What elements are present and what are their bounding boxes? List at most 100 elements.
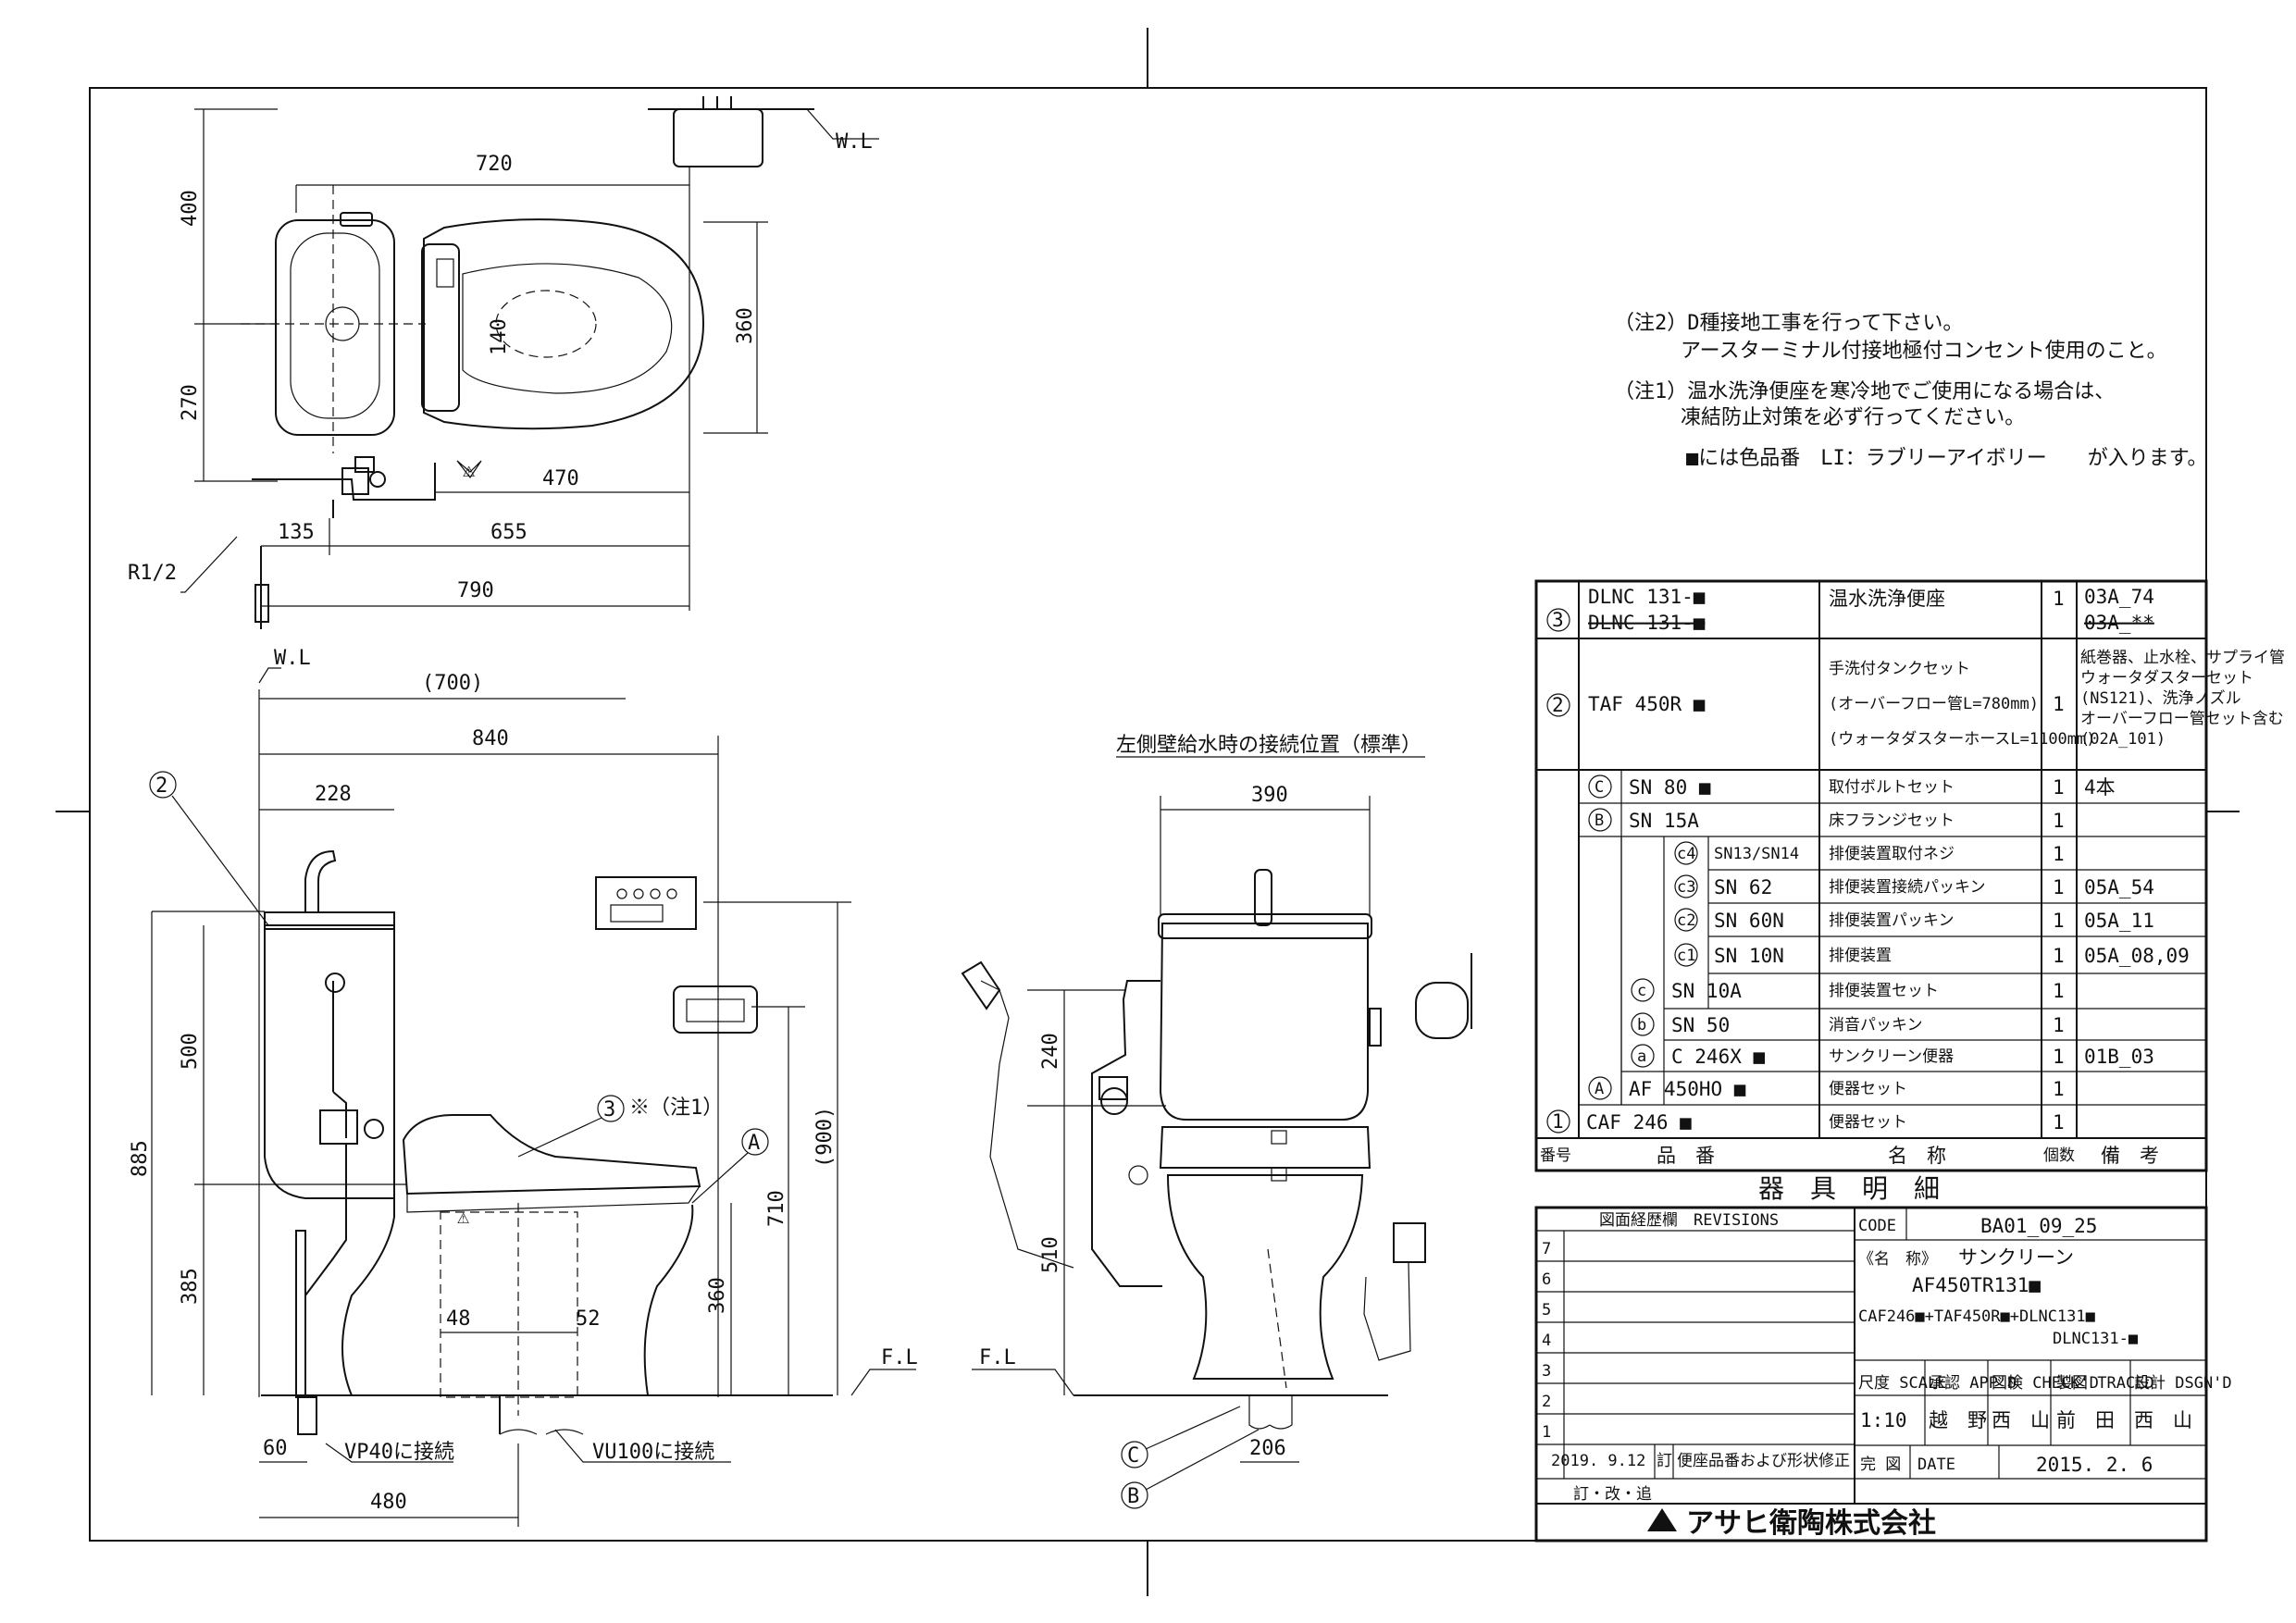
note1-ref: ※（注1） [629, 1096, 723, 1120]
front-view: 左側壁給水時の接続位置（標準） 390 240 510 [961, 734, 1472, 1509]
rowc4-qty: 1 [2053, 843, 2065, 865]
rowA-qty: 1 [2053, 1078, 2065, 1100]
row2-code: TAF 450R ■ [1588, 693, 1706, 715]
side-view: W.L (700) 840 228 [129, 647, 918, 1527]
rowC-code: SN 80 ■ [1629, 776, 1711, 799]
dim-60: 60 [263, 1437, 288, 1460]
row2-remark5: (02A_101) [2080, 730, 2166, 749]
dim-135: 135 [278, 521, 315, 544]
vp40-label: VP40に接続 [344, 1441, 454, 1464]
rowc1-name: 排便装置 [1829, 947, 1892, 965]
rowc3-qty: 1 [2053, 876, 2065, 898]
rowc3-remark: 05A_54 [2084, 876, 2154, 898]
row3-no: 3 [1552, 609, 1564, 631]
row3-remark2: 03A_** [2084, 612, 2154, 634]
dim-510: 510 [1039, 1236, 1062, 1273]
rowc2-sub: c2 [1677, 911, 1695, 930]
top-view: W.L 720 400 270 360 140 470 135 655 [128, 96, 879, 629]
dim-385: 385 [179, 1268, 202, 1305]
rev-2: 2 [1542, 1393, 1551, 1411]
row3-qty: 1 [2053, 588, 2065, 610]
rowc-name: 排便装置セット [1829, 982, 1939, 1000]
combo-line2: DLNC131-■ [2053, 1330, 2139, 1348]
date-value: 2015. 2. 6 [2036, 1454, 2153, 1476]
title-block: 図面経歴欄 REVISIONS 7 6 5 4 3 2 1 2019. 9.12… [1534, 1206, 2232, 1542]
rowa-qty: 1 [2053, 1046, 2065, 1068]
rowc2-name: 排便装置パッキン [1829, 911, 1955, 930]
svg-text:⚠: ⚠ [463, 459, 475, 482]
dim-390: 390 [1251, 784, 1288, 807]
rowC-sub: C [1595, 778, 1604, 797]
rowc4-code: SN13/SN14 [1714, 845, 1799, 863]
wl-label-top: W.L [836, 130, 873, 154]
row2-name2: (オーバーフロー管L=780mm) [1829, 695, 2039, 713]
scale-label: 尺度 SCALE [1858, 1374, 1946, 1393]
svg-text:⚠: ⚠ [457, 1206, 469, 1229]
complete-label: 完 図 [1860, 1456, 1901, 1474]
rowb-sub: b [1637, 1016, 1646, 1035]
appd-value: 越 野 [1929, 1409, 1987, 1431]
tank-top-outline [275, 219, 395, 436]
rowA-sub: A [1595, 1080, 1604, 1098]
remote-control [595, 876, 697, 930]
note2-line1: （注2）D種接地工事を行って下さい。 [1614, 312, 1963, 335]
dim-710: 710 [765, 1190, 788, 1227]
code-label: CODE [1858, 1217, 1896, 1235]
vu100-label: VU100に接続 [592, 1441, 714, 1464]
rowB-name: 床フランジセット [1829, 812, 1955, 830]
dim-720: 720 [476, 153, 513, 176]
traced-label: 製図 TRACED [2056, 1374, 2154, 1393]
header-remark: 備 考 [2101, 1145, 2159, 1167]
name-label: 《名 称》 [1858, 1250, 1937, 1269]
dim-700: (700) [422, 672, 483, 695]
callout-3-side: 3 [603, 1098, 615, 1121]
rev-7: 7 [1542, 1240, 1551, 1258]
rowc3-code: SN 62 [1714, 876, 1772, 898]
combo-line: CAF246■+TAF450R■+DLNC131■ [1858, 1307, 2096, 1326]
dim-885: 885 [129, 1140, 152, 1177]
dim-500: 500 [179, 1033, 202, 1070]
bowl-front-outline [1166, 1174, 1364, 1380]
callout-a-side: A [748, 1132, 760, 1155]
header-qty: 個数 [2043, 1146, 2075, 1165]
seat-side-outline [402, 1114, 701, 1196]
check-label: 図検 CHECK'D [1992, 1374, 2099, 1393]
row2-remark4: オーバーフロー管セット含む [2080, 710, 2284, 728]
rev-5: 5 [1542, 1301, 1551, 1319]
dim-470: 470 [542, 467, 579, 490]
dsgn-label: 設計 DSGN'D [2134, 1374, 2232, 1393]
rowb-code: SN 50 [1671, 1014, 1730, 1036]
dim-206: 206 [1249, 1437, 1286, 1460]
rowC-qty: 1 [2053, 776, 2065, 799]
rowa-name: サンクリーン便器 [1829, 1047, 1954, 1066]
stop-valve-top [354, 456, 375, 473]
rowc2-code: SN 60N [1714, 910, 1784, 932]
rowB-code: SN 15A [1629, 810, 1699, 832]
note1-line1: （注1）温水洗浄便座を寒冷地でご使用になる場合は、 [1614, 380, 2115, 403]
dim-52: 52 [576, 1307, 601, 1331]
note1-line2: 凍結防止対策を必ず行ってください。 [1681, 406, 2025, 429]
callout-2-side: 2 [155, 774, 168, 798]
row2-name3: (ウォータダスターホースL=1100mm) [1829, 730, 2096, 749]
row2-remark: 紙巻器、止水栓、サプライ管 [2080, 649, 2285, 667]
company-logo-icon [1647, 1508, 1677, 1531]
rowc1-remark: 05A_08,09 [2084, 945, 2190, 967]
notes: （注2）D種接地工事を行って下さい。 アースターミナル付接地極付コンセント使用の… [1614, 312, 2208, 470]
rev-1: 1 [1542, 1423, 1551, 1442]
dim-790: 790 [457, 579, 494, 602]
rowA-name: 便器セット [1829, 1080, 1907, 1098]
rowc4-name: 排便装置取付ネジ [1829, 845, 1955, 863]
rowb-qty: 1 [2053, 1014, 2065, 1036]
paper-holder [673, 985, 758, 1034]
row3-name: 温水洗浄便座 [1829, 588, 1945, 610]
rev-date: 2019. 9.12 [1551, 1452, 1645, 1470]
rev-3: 3 [1542, 1362, 1551, 1381]
row2-name: 手洗付タンクセット [1829, 660, 1970, 678]
rowc2-remark: 05A_11 [2084, 910, 2154, 932]
header-name: 名 称 [1888, 1145, 1946, 1167]
dim-240: 240 [1039, 1033, 1062, 1070]
rowB-qty: 1 [2053, 810, 2065, 832]
scale-value: 1:10 [1860, 1409, 1907, 1431]
r12-label: R1/2 [128, 562, 177, 585]
